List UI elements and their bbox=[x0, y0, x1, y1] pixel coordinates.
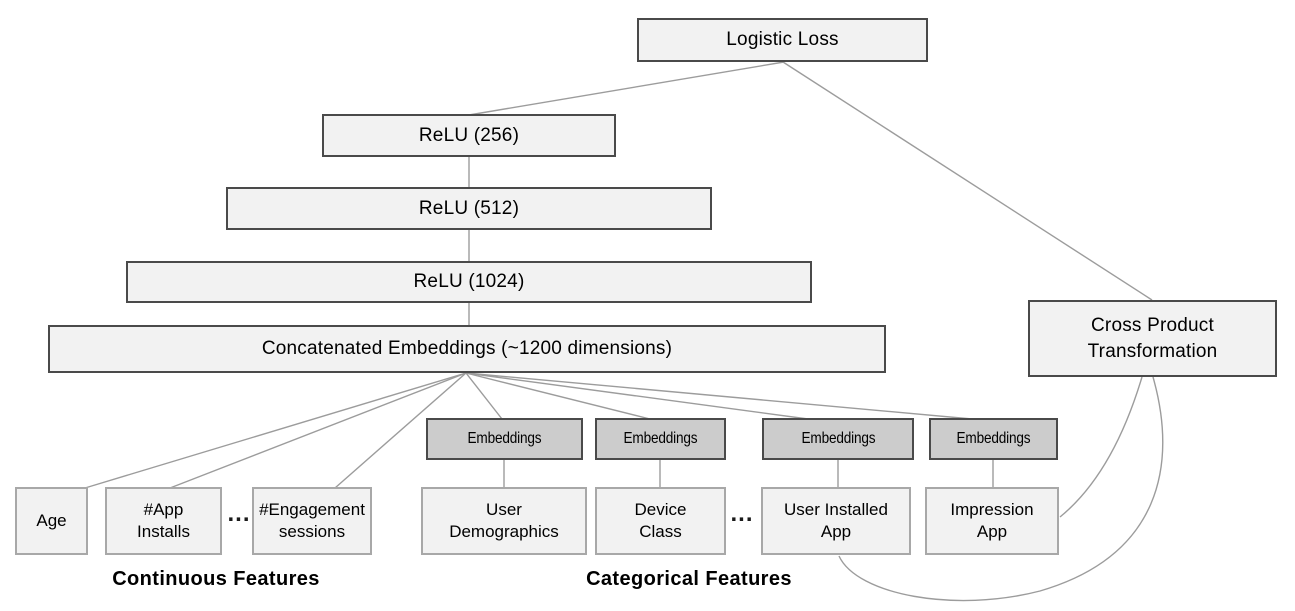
node-impression-app: Impression App bbox=[925, 487, 1059, 555]
node-device-class: Device Class bbox=[595, 487, 726, 555]
node-age: Age bbox=[15, 487, 88, 555]
connector-concat-age bbox=[84, 372, 467, 489]
ellipsis-categorical-features: ... bbox=[730, 500, 754, 527]
embeddings-box-4-label: Embeddings bbox=[956, 430, 1031, 447]
node-app-installs-line-1: #App bbox=[143, 499, 184, 519]
connector-concat-embed1 bbox=[465, 372, 503, 420]
node-app-installs: #App Installs bbox=[105, 487, 222, 555]
node-age-label: Age bbox=[36, 510, 67, 530]
section-label-categorical-features: Categorical Features bbox=[586, 568, 792, 590]
node-device-class-line-1: Device bbox=[634, 499, 687, 519]
connector-concat-embed3 bbox=[465, 372, 809, 420]
node-cross-product-line-2: Transformation bbox=[1087, 340, 1218, 362]
node-engagement-sessions: #Engagement sessions bbox=[252, 487, 372, 555]
connector-crossproduct-user-installed-app bbox=[838, 376, 1164, 602]
connector-loss-to-relu256 bbox=[468, 61, 785, 116]
embeddings-box-3-label: Embeddings bbox=[801, 430, 875, 447]
embeddings-box-user-installed-app: Embeddings bbox=[762, 418, 914, 460]
node-relu-512: ReLU (512) bbox=[226, 187, 712, 230]
section-label-continuous-features: Continuous Features bbox=[112, 568, 320, 590]
node-user-installed-app-line-1: User Installed bbox=[784, 499, 888, 519]
node-concatenated-embeddings: Concatenated Embeddings (~1200 dimension… bbox=[48, 325, 886, 373]
node-user-installed-app: User Installed App bbox=[761, 487, 911, 555]
node-user-demographics-line-2: Demographics bbox=[449, 522, 559, 541]
node-logistic-loss-label: Logistic Loss bbox=[726, 29, 839, 50]
node-cross-product-transformation: Cross Product Transformation bbox=[1028, 300, 1277, 377]
node-engagement-sessions-line-2: sessions bbox=[278, 522, 346, 541]
ellipsis-continuous-features: ... bbox=[227, 500, 251, 527]
node-relu-256-label: ReLU (256) bbox=[418, 124, 520, 146]
node-impression-app-line-2: App bbox=[976, 522, 1008, 541]
embeddings-box-user-demographics: Embeddings bbox=[426, 418, 583, 460]
node-impression-app-line-1: Impression bbox=[950, 499, 1034, 519]
connector-loss-to-crossproduct bbox=[782, 61, 1153, 301]
node-relu-512-label: ReLU (512) bbox=[418, 197, 520, 219]
node-user-installed-app-line-2: App bbox=[820, 522, 852, 541]
embeddings-box-impression-app: Embeddings bbox=[929, 418, 1058, 460]
connector-crossproduct-impression-app bbox=[1059, 376, 1143, 518]
node-cross-product-line-1: Cross Product bbox=[1091, 314, 1214, 336]
node-app-installs-line-2: Installs bbox=[137, 522, 190, 541]
node-logistic-loss: Logistic Loss bbox=[637, 18, 928, 62]
node-relu-256: ReLU (256) bbox=[322, 114, 616, 157]
node-engagement-sessions-line-1: #Engagement bbox=[259, 499, 365, 519]
connector-concat-engagement bbox=[334, 372, 467, 489]
node-device-class-line-2: Class bbox=[639, 522, 682, 541]
node-user-demographics-line-1: User bbox=[486, 499, 522, 519]
connector-concat-embed2 bbox=[465, 372, 651, 420]
node-relu-1024-label: ReLU (1024) bbox=[413, 271, 525, 292]
node-concatenated-embeddings-label: Concatenated Embeddings (~1200 dimension… bbox=[261, 338, 673, 359]
node-user-demographics: User Demographics bbox=[421, 487, 587, 555]
connector-concat-app-installs bbox=[169, 372, 467, 489]
connector-concat-embed4 bbox=[465, 372, 973, 420]
embeddings-box-1-label: Embeddings bbox=[467, 430, 542, 447]
embeddings-box-device-class: Embeddings bbox=[595, 418, 726, 460]
embeddings-box-2-label: Embeddings bbox=[623, 430, 698, 447]
node-relu-1024: ReLU (1024) bbox=[126, 261, 812, 303]
